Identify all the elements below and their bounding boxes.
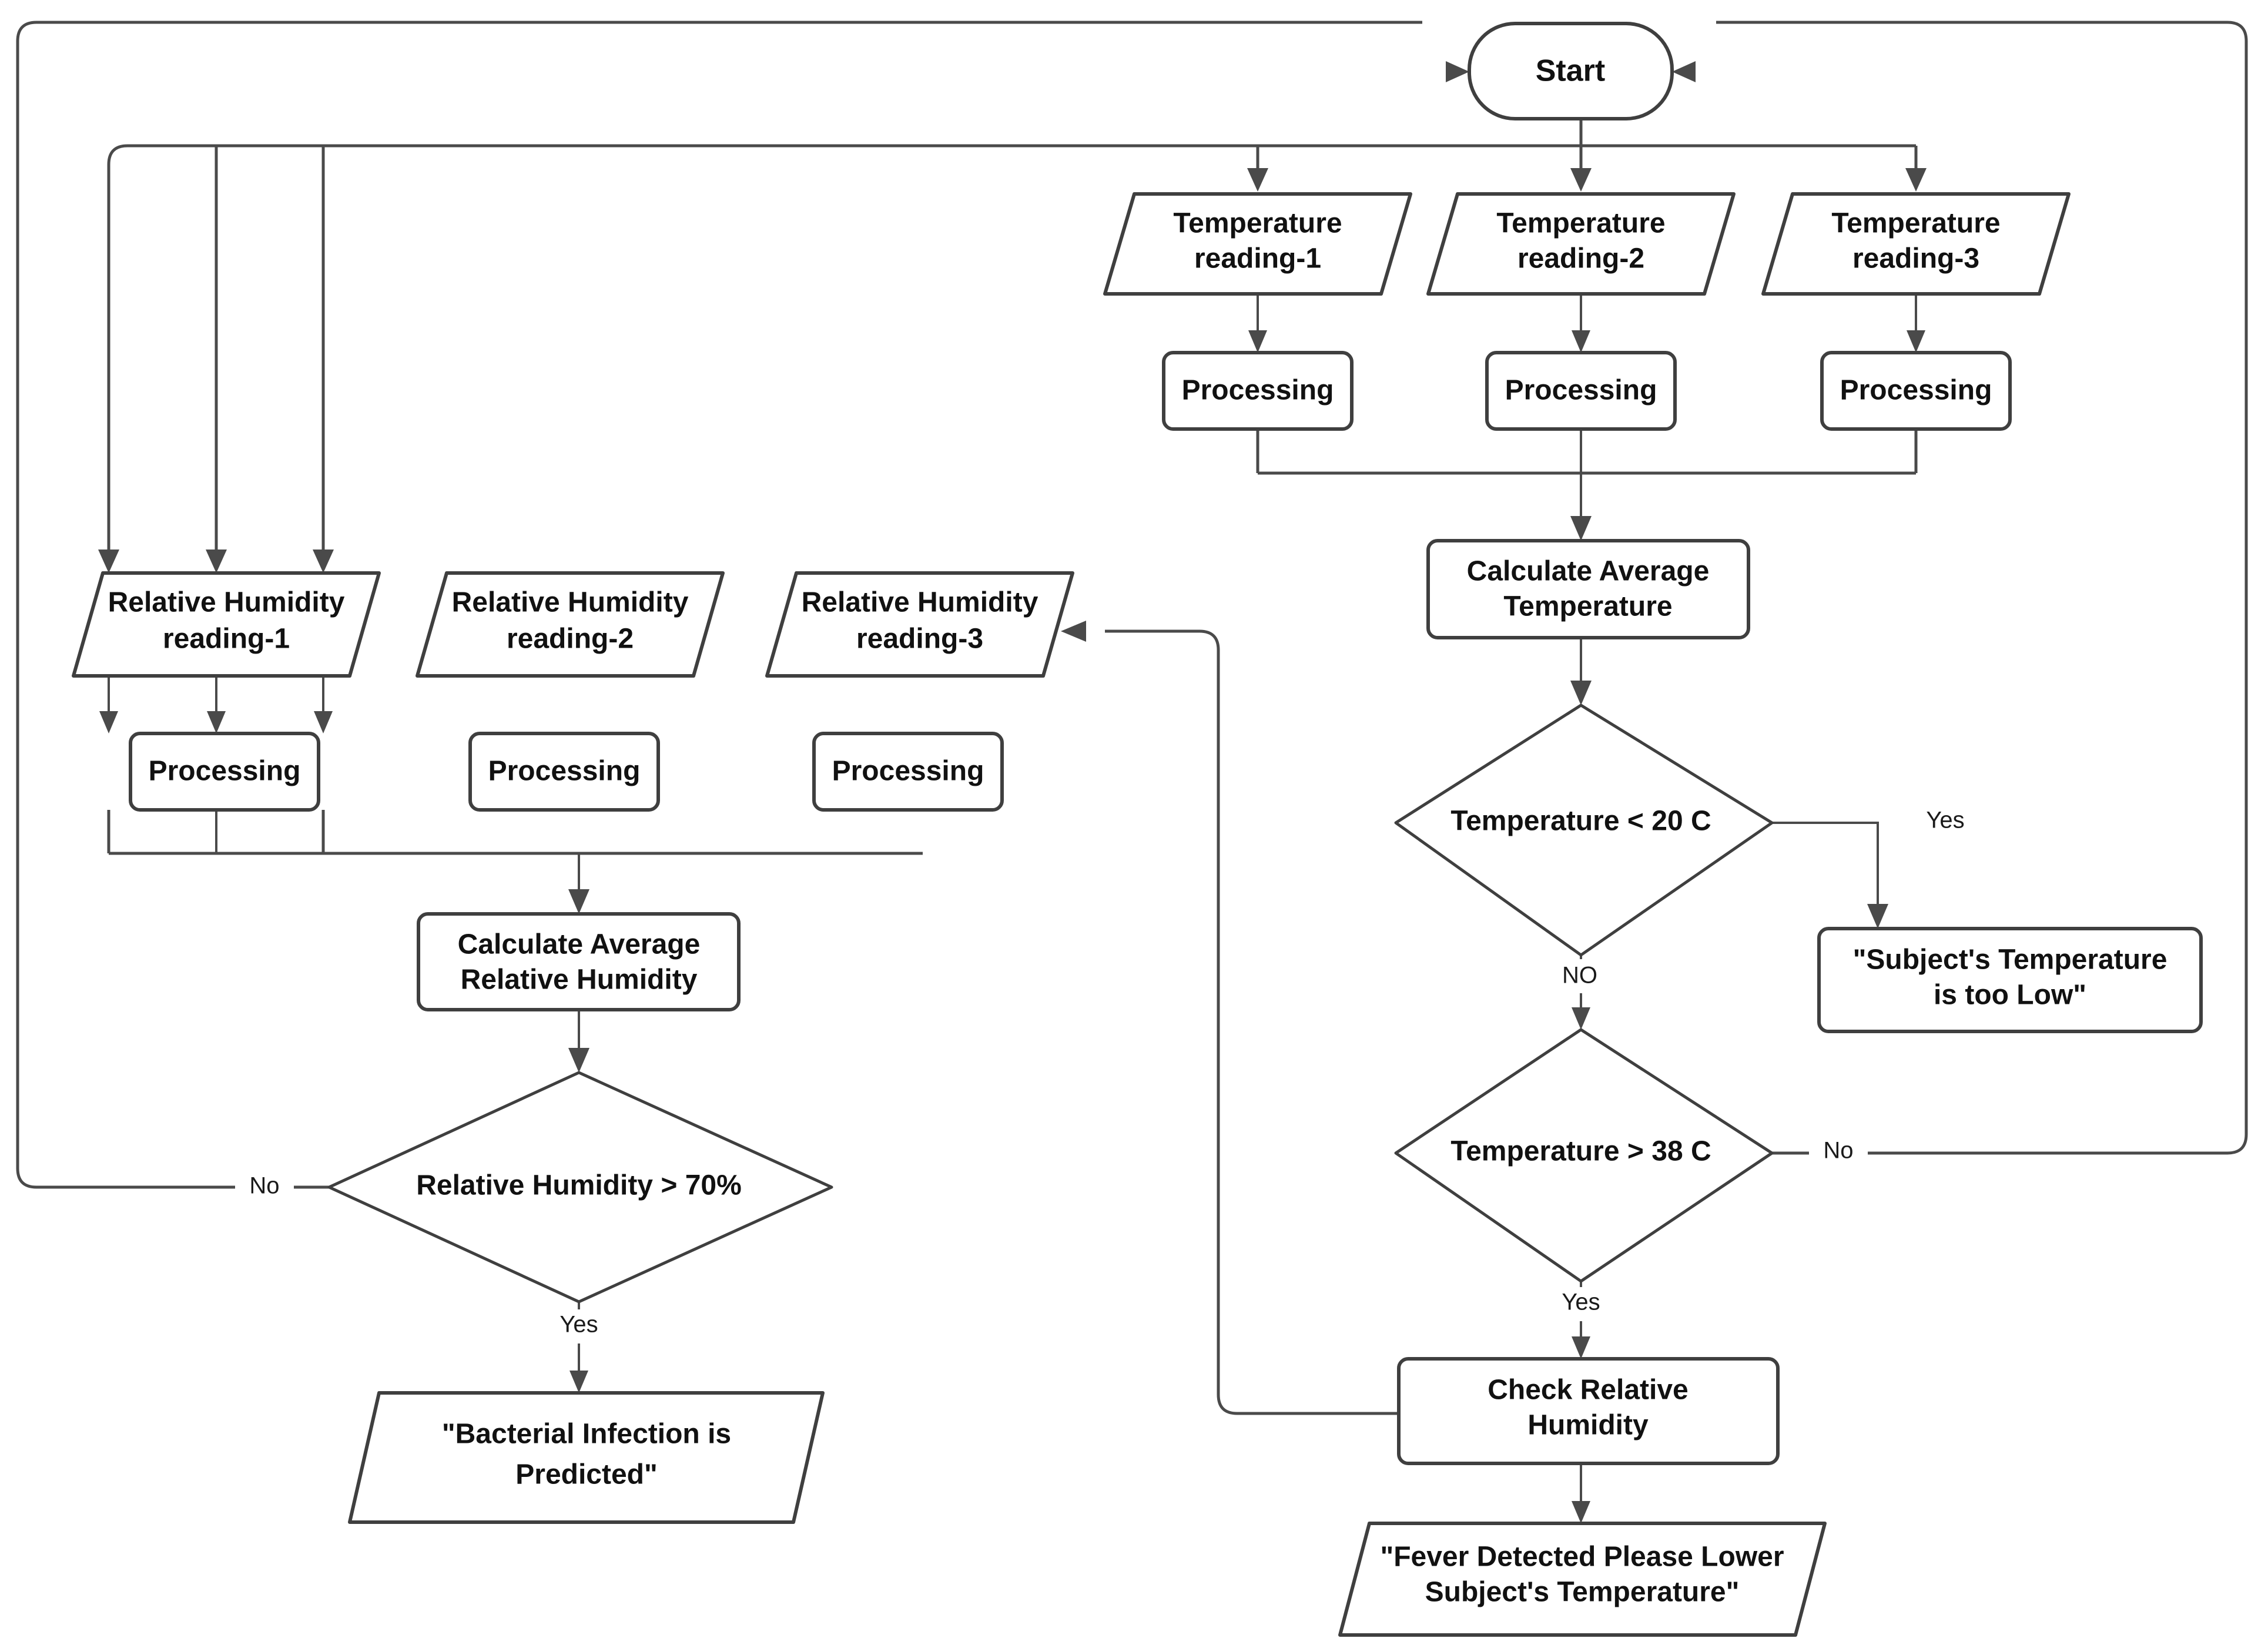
node-decision-rh-high-label: Relative Humidity > 70% [416,1170,742,1201]
arrowhead-to-msg-fever [1572,1501,1590,1523]
node-msg-bacterial-label-line1: "Bacterial Infection is [442,1419,731,1450]
node-rh-processing-2[interactable]: Processing [468,732,660,812]
edge-label-layer: Yes NO No Yes No Yes [235,804,1978,1344]
arrowhead-to-temp3 [1905,168,1927,192]
arrowhead-temp3-proc3 [1907,330,1925,353]
node-calc-avg-rh-label-line2: Relative Humidity [461,964,698,996]
node-msg-bacterial-label-line2: Predicted" [515,1459,658,1490]
node-msg-fever-label-line2: Subject's Temperature" [1425,1577,1740,1608]
arrowhead-rh3-proc3 [314,711,333,733]
arrowhead-to-msg-temp-low [1867,904,1888,929]
node-rh-reading-3-label-line2: reading-3 [856,624,983,655]
arrowhead-to-decision-temp-low [1570,681,1592,705]
arrowhead-to-rh3 [313,550,334,573]
node-temp-reading-1-label-line2: reading-1 [1194,243,1321,274]
node-msg-fever[interactable]: "Fever Detected Please Lower Subject's T… [1338,1522,1827,1637]
arrowhead-to-decision-rh [568,1048,589,1073]
node-start-label: Start [1536,54,1605,88]
node-rh-reading-1-label-line2: reading-1 [163,624,290,655]
node-rh-reading-2-label-line1: Relative Humidity [452,587,689,618]
node-temp-reading-2[interactable]: Temperature reading-2 [1426,192,1736,296]
arrowhead-rh1-proc1 [99,711,118,733]
node-temp-reading-3[interactable]: Temperature reading-3 [1761,192,2071,296]
arrowhead-to-calc-avg-rh [568,889,589,914]
arrowhead-to-temp1 [1247,168,1268,192]
edge-label-temp-high-no: No [1823,1138,1853,1164]
node-calc-avg-temp[interactable]: Calculate Average Temperature [1426,539,1750,639]
node-check-rel-humidity[interactable]: Check Relative Humidity [1397,1357,1780,1465]
node-temp-reading-1-label-line1: Temperature [1173,208,1342,239]
node-rh-processing-3[interactable]: Processing [812,732,1004,812]
node-check-rel-humidity-label-line1: Check Relative [1488,1375,1689,1406]
node-decision-temp-low[interactable]: Temperature < 20 C [1394,703,1774,957]
node-rh-reading-3[interactable]: Relative Humidity reading-3 [765,571,1074,678]
node-rh-reading-1[interactable]: Relative Humidity reading-1 [72,571,381,678]
node-check-rel-humidity-label-line2: Humidity [1527,1410,1649,1441]
node-temp-processing-1[interactable]: Processing [1162,351,1354,431]
node-decision-rh-high[interactable]: Relative Humidity > 70% [327,1071,833,1304]
edge-checkrh-to-rh3 [1105,629,1399,1415]
node-rh-reading-3-label-line1: Relative Humidity [802,587,1038,618]
node-rh-reading-2[interactable]: Relative Humidity reading-2 [416,571,725,678]
arrowhead-to-decision-temp-high [1572,1007,1590,1030]
connector-layer [16,21,2248,1523]
node-temp-processing-2-label: Processing [1505,375,1657,406]
node-calc-avg-rh-label-line1: Calculate Average [458,929,701,960]
arrowhead-return-to-start-left [1446,61,1469,82]
node-temp-processing-3-label: Processing [1840,375,1992,406]
node-rh-processing-1[interactable]: Processing [129,732,320,812]
arrowhead-temp2-proc2 [1572,330,1590,353]
node-start[interactable]: Start [1468,22,1674,120]
node-temp-reading-2-label-line2: reading-2 [1517,243,1644,274]
node-rh-processing-1-label: Processing [149,756,301,787]
node-calc-avg-rh[interactable]: Calculate Average Relative Humidity [417,912,741,1011]
node-calc-avg-temp-label-line1: Calculate Average [1467,556,1710,587]
arrowhead-to-calc-avg-temp [1570,516,1592,541]
arrowhead-to-msg-bacterial [569,1371,588,1393]
node-temp-processing-2[interactable]: Processing [1485,351,1677,431]
arrowhead-to-check-rh [1572,1336,1590,1359]
node-temp-processing-1-label: Processing [1182,375,1334,406]
edge-dec1-yes [1772,822,1879,914]
node-msg-temp-low-label-line2: is too Low" [1934,980,2086,1011]
node-decision-temp-high[interactable]: Temperature > 38 C [1394,1028,1774,1283]
edge-label-rh-no: No [249,1173,279,1199]
arrowhead-to-temp2 [1570,168,1592,192]
arrowhead-return-to-start-right [1672,61,1696,82]
node-calc-avg-temp-label-line2: Temperature [1503,591,1672,622]
node-rh-reading-2-label-line2: reading-2 [507,624,634,655]
arrowhead-to-rh1 [98,550,119,573]
edge-dec2-no-return [1716,21,2248,1155]
node-msg-bacterial[interactable]: "Bacterial Infection is Predicted" [348,1391,825,1524]
node-temp-processing-3[interactable]: Processing [1820,351,2012,431]
arrowhead-to-rh2 [206,550,227,573]
node-msg-temp-low-label-line1: "Subject's Temperature [1853,944,2168,976]
node-temp-reading-3-label-line1: Temperature [1831,208,2000,239]
edge-label-rh-yes: Yes [560,1312,598,1338]
node-rh-processing-2-label: Processing [488,756,641,787]
edge-label-temp-low-yes: Yes [1926,808,1964,833]
edge-label-temp-high-yes: Yes [1562,1289,1600,1315]
arrowhead-rh2-proc2 [207,711,226,733]
node-rh-processing-3-label: Processing [832,756,984,787]
node-temp-reading-3-label-line2: reading-3 [1852,243,1979,274]
node-rh-reading-1-label-line1: Relative Humidity [108,587,345,618]
node-msg-temp-low[interactable]: "Subject's Temperature is too Low" [1817,927,2203,1033]
node-temp-reading-1[interactable]: Temperature reading-1 [1103,192,1412,296]
edge-label-temp-low-no: NO [1562,963,1597,989]
edge-decrh-no-return [16,21,1422,1189]
edge-start-left-bus [107,144,1258,555]
node-temp-reading-2-label-line1: Temperature [1496,208,1665,239]
node-decision-temp-high-label: Temperature > 38 C [1450,1136,1711,1167]
arrowhead-temp1-proc1 [1248,330,1267,353]
arrowhead-to-rh-reading-3 [1061,621,1086,642]
node-decision-temp-low-label: Temperature < 20 C [1450,806,1711,837]
node-msg-fever-label-line1: "Fever Detected Please Lower [1380,1542,1784,1573]
